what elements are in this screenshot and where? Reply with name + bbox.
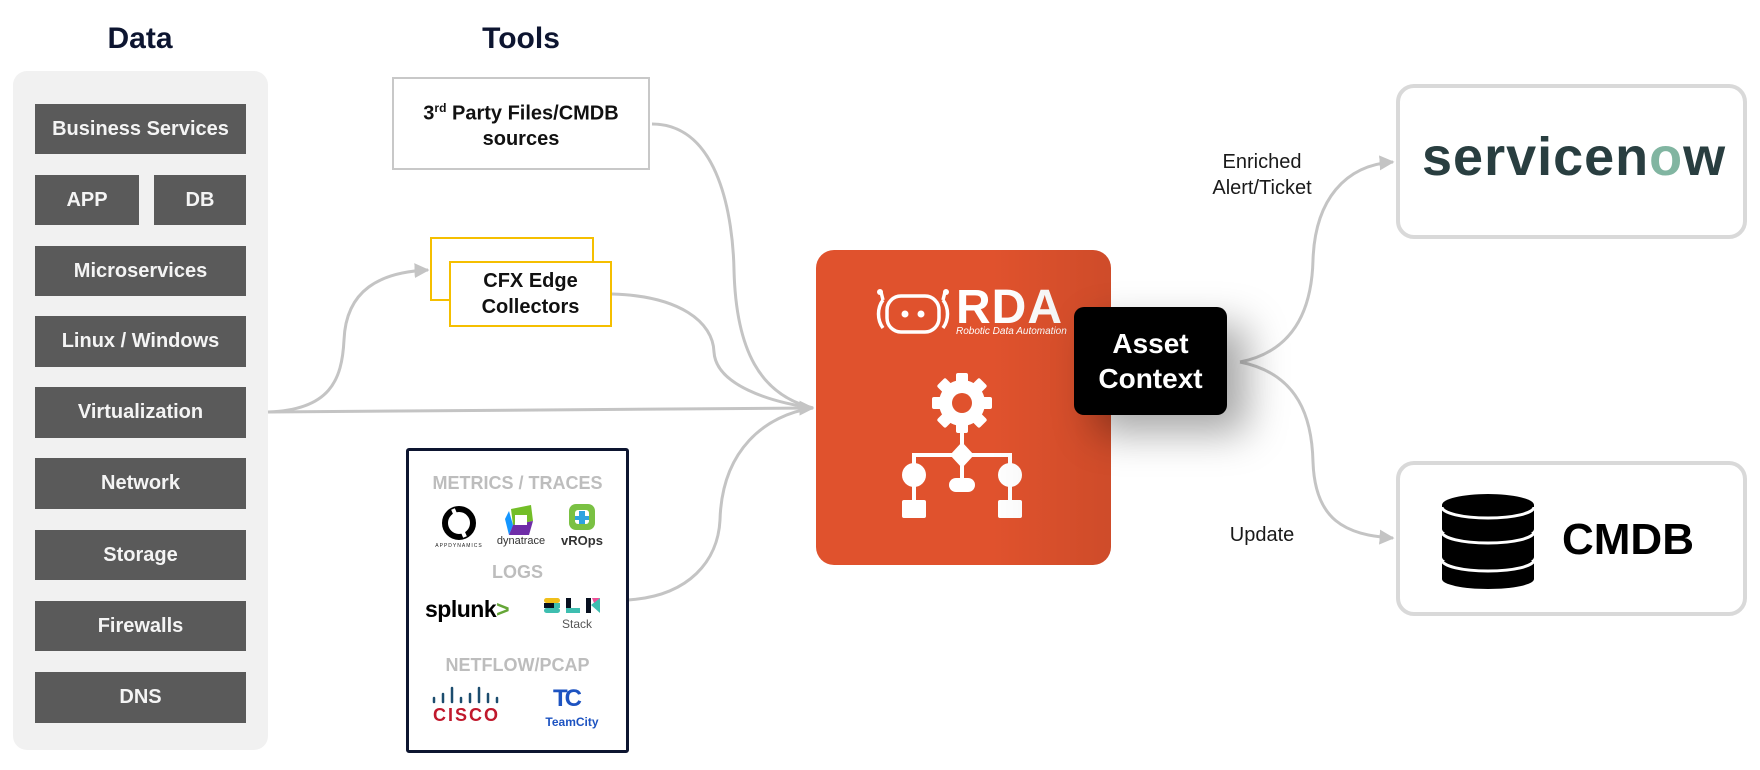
rda-engine-box[interactable]: RDA Robotic Data Automation [816, 250, 1111, 565]
data-item-storage[interactable]: Storage [35, 530, 246, 580]
cmdb-label: CMDB [1562, 515, 1694, 564]
servicenow-box[interactable]: servicenow [1396, 84, 1747, 239]
servicenow-text-prefix: servicen [1422, 127, 1650, 187]
elk-stack-text: Stack [562, 617, 593, 631]
servicenow-logo: servicenow [1422, 126, 1726, 188]
metrics-traces-label: METRICS / TRACES [432, 473, 603, 493]
third-party-label: 3rd Party Files/CMDB sources [423, 95, 618, 153]
data-item-linux-windows[interactable]: Linux / Windows [35, 316, 246, 367]
cfx-line1: CFX Edge [483, 270, 578, 292]
enriched-label-line2: Alert/Ticket [1212, 177, 1312, 199]
data-item-virtualization[interactable]: Virtualization [35, 387, 246, 438]
data-item-firewalls[interactable]: Firewalls [35, 601, 246, 651]
connector-asset-to-cmdb [1239, 360, 1395, 545]
third-party-sources-box[interactable]: 3rd Party Files/CMDB sources [392, 77, 650, 170]
enriched-alert-label: Enriched Alert/Ticket [1192, 149, 1332, 201]
connector-asset-to-servicenow [1239, 155, 1395, 364]
data-item-microservices[interactable]: Microservices [35, 246, 246, 296]
vrops-logo: vROps [557, 501, 607, 553]
connector-tools-to-rda [627, 406, 814, 602]
tools-catalog-box[interactable]: METRICS / TRACES APPDYNAMICS dynatrace v… [406, 448, 629, 753]
teamcity-logo: TC TeamCity [539, 685, 605, 735]
workflow-gear-icon [902, 373, 1022, 518]
robot-icon [876, 289, 950, 334]
tools-heading: Tools [482, 22, 560, 55]
appdynamics-icon [442, 506, 476, 540]
data-heading: Data [107, 22, 173, 55]
connector-data-to-cfx [267, 263, 430, 414]
teamcity-mark-icon: TC [553, 685, 582, 712]
servicenow-o-icon: o [1649, 127, 1684, 187]
servicenow-text-suffix: w [1683, 127, 1727, 187]
dynatrace-text: dynatrace [496, 535, 546, 547]
asset-context-box[interactable]: Asset Context [1074, 307, 1227, 415]
database-icon [1440, 494, 1536, 589]
cisco-bars-icon [432, 686, 499, 704]
logs-label: LOGS [491, 562, 543, 582]
data-item-network[interactable]: Network [35, 458, 246, 509]
elk-stack-logo: Stack [542, 595, 606, 639]
update-label: Update [1229, 524, 1295, 546]
appdynamics-logo: APPDYNAMICS [429, 503, 489, 553]
vrops-icon [569, 504, 595, 530]
dynatrace-logo: dynatrace [493, 503, 549, 553]
connector-data-to-rda [267, 400, 815, 416]
connector-thirdparty-to-rda [651, 122, 814, 410]
cisco-text: CISCO [433, 705, 501, 725]
cfx-edge-collectors-box[interactable]: CFX Edge Collectors [449, 261, 612, 327]
cisco-logo: CISCO [431, 686, 506, 728]
asset-context-line1: Asset [1112, 328, 1189, 359]
data-item-app[interactable]: APP [35, 175, 139, 225]
data-item-business-services[interactable]: Business Services [35, 104, 246, 154]
splunk-chevron-icon: > [496, 596, 510, 622]
enriched-label-line1: Enriched [1222, 151, 1302, 173]
netflow-pcap-label: NETFLOW/PCAP [445, 655, 590, 675]
data-item-dns[interactable]: DNS [35, 672, 246, 723]
splunk-text: splunk [425, 596, 497, 622]
third-party-line2: sources [482, 128, 560, 151]
third-party-line1: Party Files/CMDB [446, 102, 619, 125]
appdynamics-text: APPDYNAMICS [435, 543, 483, 549]
data-panel: Business Services APP DB Microservices L… [13, 71, 268, 750]
dynatrace-icon [505, 505, 533, 535]
splunk-logo: splunk> [425, 596, 525, 626]
rda-subtitle: Robotic Data Automation [956, 326, 1067, 337]
teamcity-text: TeamCity [545, 715, 599, 729]
vrops-text: vROps [561, 533, 603, 548]
connector-cfx-to-rda [611, 292, 814, 410]
elk-icon [544, 598, 600, 613]
cmdb-box[interactable]: CMDB [1396, 461, 1747, 616]
cfx-line2: Collectors [481, 296, 580, 318]
third-party-prefix: 3 [423, 102, 435, 125]
asset-context-line2: Context [1098, 363, 1203, 394]
third-party-superscript: rd [434, 100, 447, 115]
data-item-db[interactable]: DB [154, 175, 246, 225]
